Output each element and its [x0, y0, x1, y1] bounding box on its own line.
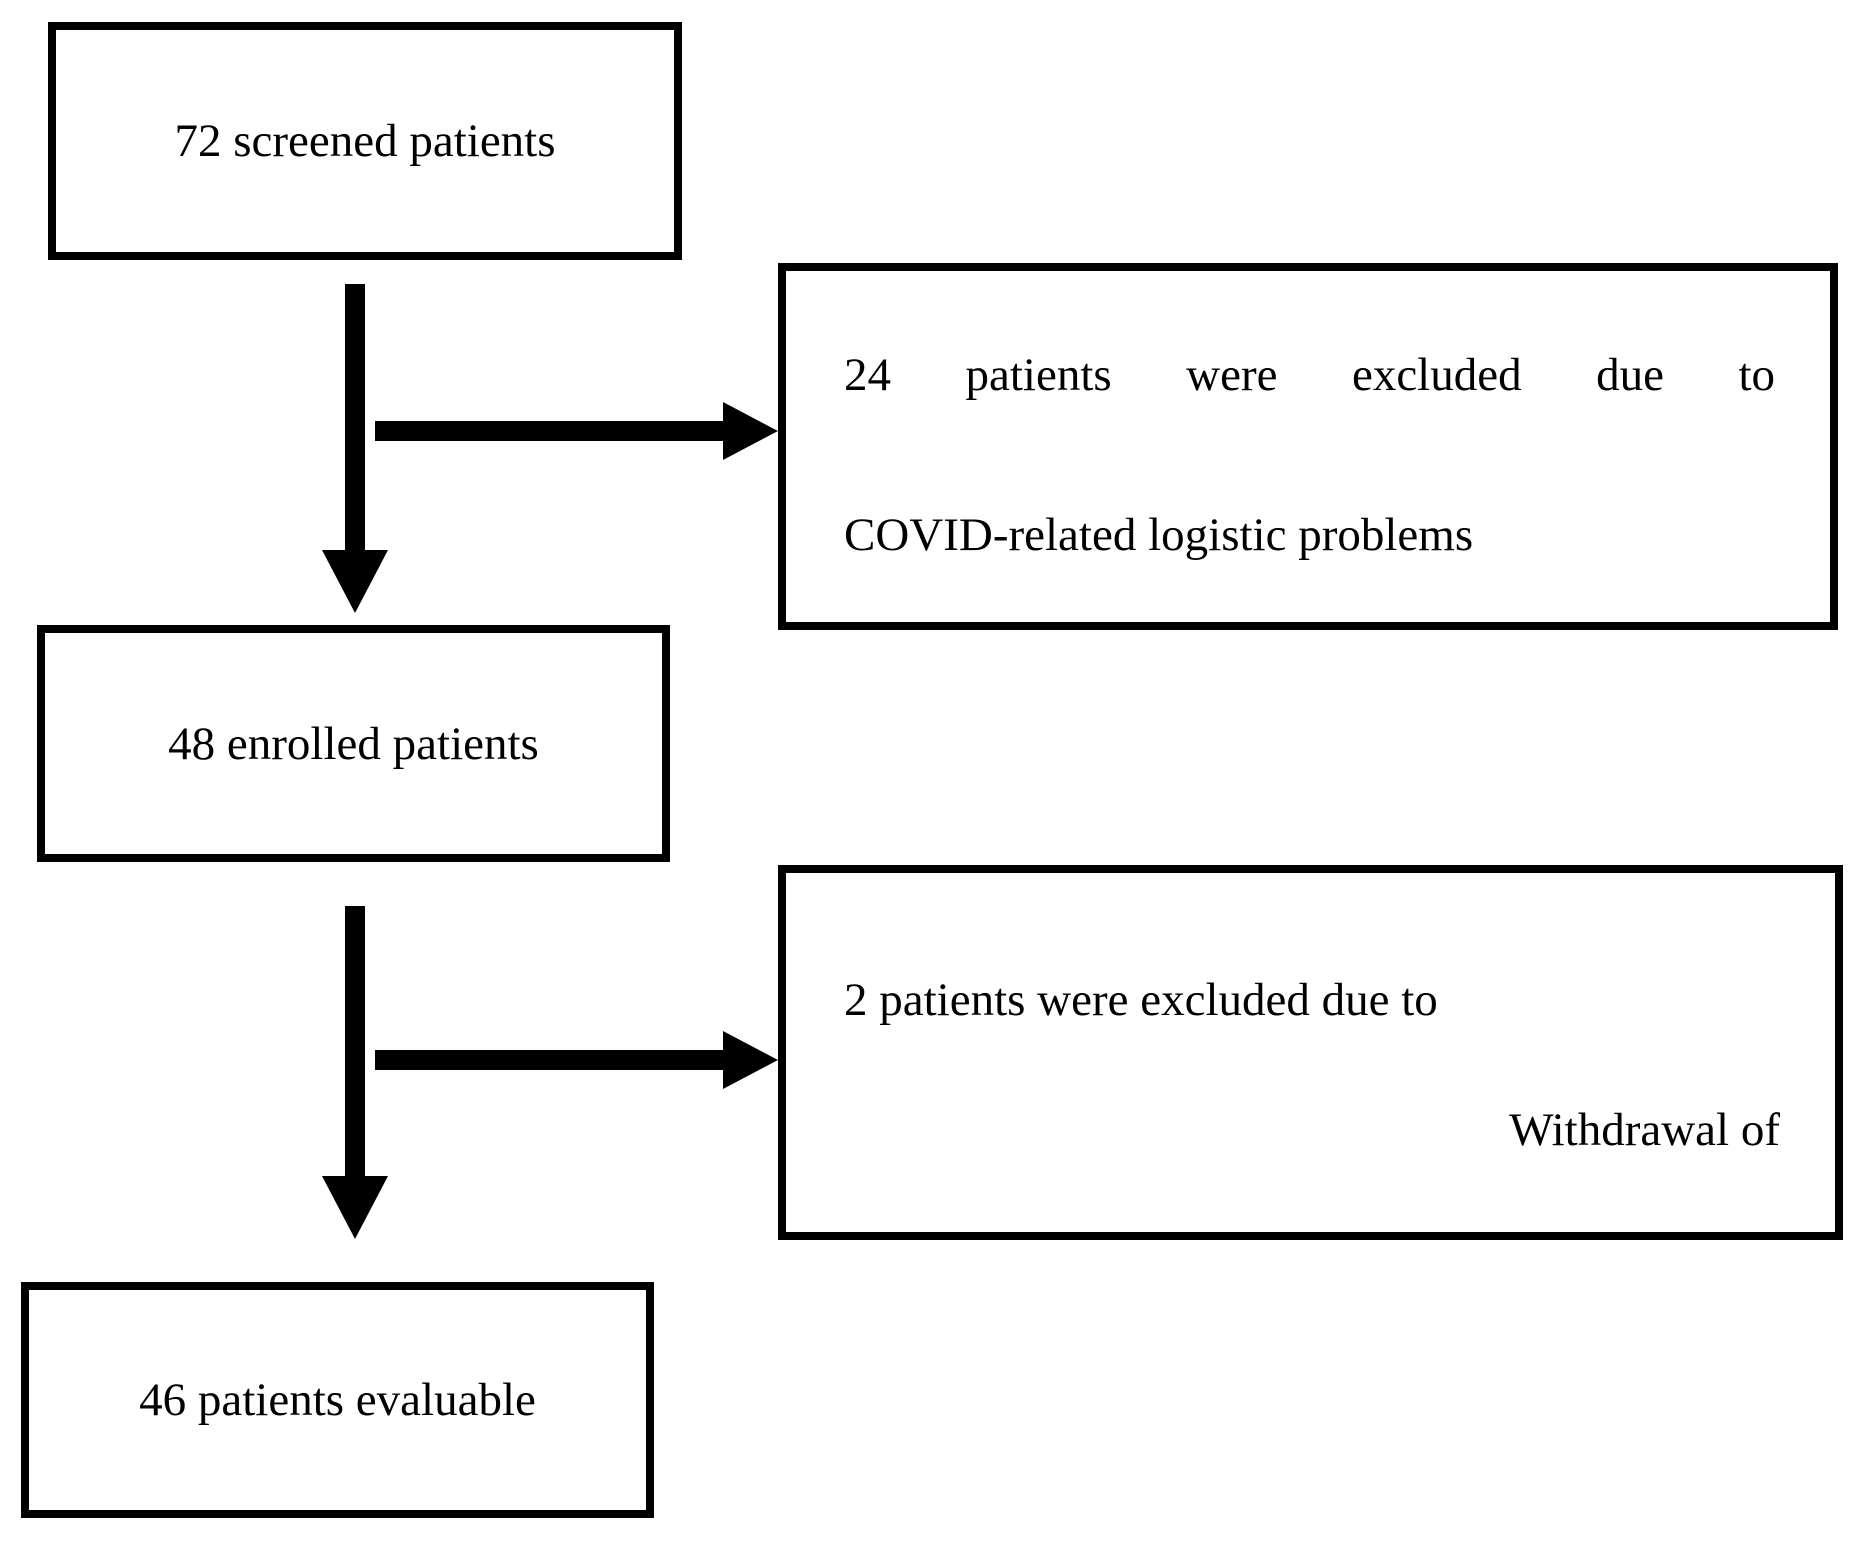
- box-evaluable-label: 46 patients evaluable: [139, 1374, 536, 1426]
- box-enrolled-patients: 48 enrolled patients: [37, 625, 670, 862]
- arrow-right-2-shaft: [375, 1050, 723, 1070]
- arrow-down-2-shaft: [345, 906, 365, 1176]
- excluded-covid-line1: 24 patients were excluded due to: [844, 349, 1775, 401]
- arrow-down-1-shaft: [345, 284, 365, 550]
- box-excluded-withdrawal: 2 patients were excluded due to Withdraw…: [778, 865, 1843, 1240]
- box-screened-patients: 72 screened patients: [48, 22, 682, 260]
- arrow-down-1-head-icon: [322, 550, 388, 613]
- arrow-down-2-head-icon: [322, 1176, 388, 1239]
- box-screened-label: 72 screened patients: [174, 115, 556, 167]
- box-enrolled-label: 48 enrolled patients: [168, 717, 539, 770]
- box-evaluable-patients: 46 patients evaluable: [21, 1282, 654, 1518]
- arrow-right-2-head-icon: [723, 1031, 778, 1089]
- excluded-covid-line2: COVID-related logistic problems: [844, 509, 1474, 561]
- box-excluded-covid: 24 patients were excluded due to COVID-r…: [778, 263, 1838, 630]
- excluded-withdrawal-line2: Withdrawal of: [1509, 1104, 1780, 1156]
- arrow-right-1-head-icon: [723, 402, 778, 460]
- arrow-right-1-shaft: [375, 421, 723, 441]
- excluded-withdrawal-line1: 2 patients were excluded due to: [844, 974, 1438, 1026]
